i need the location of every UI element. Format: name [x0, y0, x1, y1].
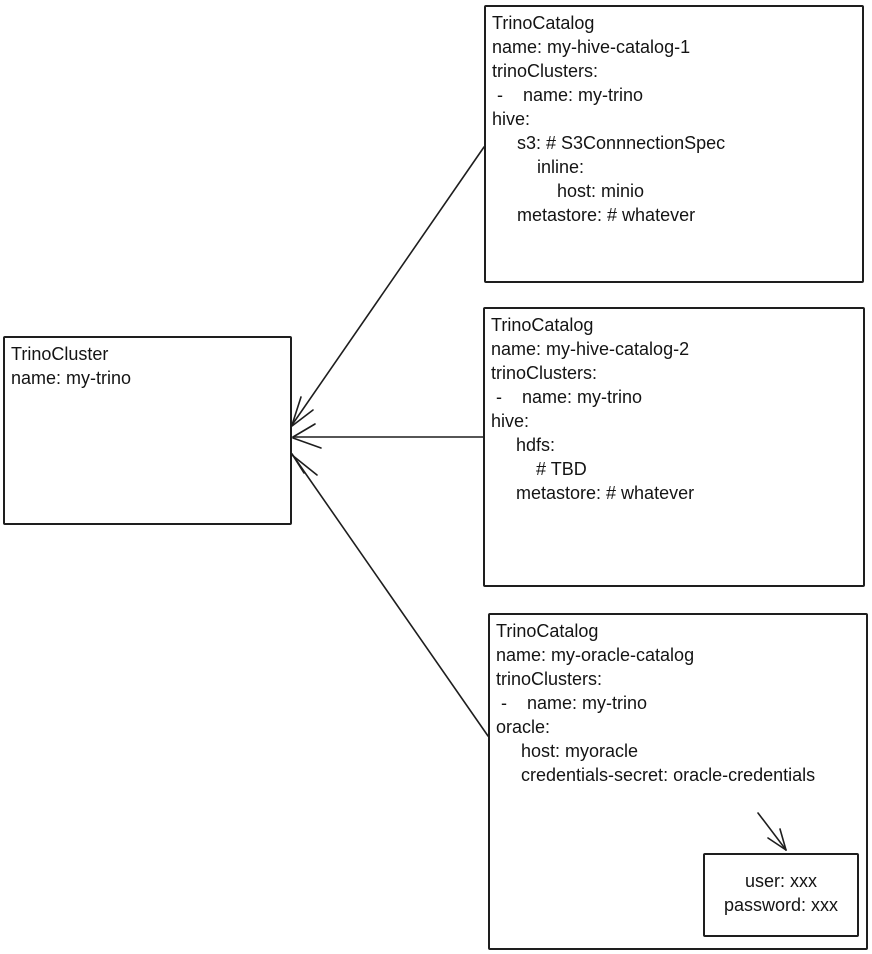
text-line: - name: my-trino [491, 387, 643, 407]
text-line: name: my-oracle-catalog [496, 645, 695, 665]
text-line: host: myoracle [496, 741, 639, 761]
text-line: hive: [491, 411, 530, 431]
text-line: trinoClusters: [491, 363, 598, 383]
text-line: trinoClusters: [492, 61, 599, 81]
text-line: name: my-trino [11, 368, 132, 388]
trino-catalog-box-hive-2: TrinoCatalog name: my-hive-catalog-2 trino… [483, 307, 865, 587]
text-line: name: my-hive-catalog-1 [492, 37, 691, 57]
text-line: hdfs: [491, 435, 556, 455]
trino-cluster-text: TrinoCluster name: my-trino [5, 338, 290, 394]
text-line: credentials-secret: oracle-credentials [496, 765, 816, 785]
text-line: TrinoCatalog [492, 13, 595, 33]
text-line: TrinoCatalog [496, 621, 599, 641]
text-line: trinoClusters: [496, 669, 603, 689]
trino-cluster-box: TrinoCluster name: my-trino [3, 336, 292, 525]
text-line: metastore: # whatever [491, 483, 695, 503]
text-line: name: my-hive-catalog-2 [491, 339, 690, 359]
trino-catalog-hive-1-text: TrinoCatalog name: my-hive-catalog-1 trino… [486, 7, 862, 231]
text-line: inline: [492, 157, 585, 177]
trino-catalog-box-hive-1: TrinoCatalog name: my-hive-catalog-1 trino… [484, 5, 864, 283]
trino-catalog-hive-2-text: TrinoCatalog name: my-hive-catalog-2 trino… [485, 309, 863, 509]
text-line: # TBD [491, 459, 587, 479]
text-line: host: minio [492, 181, 645, 201]
oracle-credentials-secret-box: user: xxx password: xxx [703, 853, 859, 937]
text-line: TrinoCluster [11, 344, 109, 364]
text-line: hive: [492, 109, 531, 129]
text-line: - name: my-trino [492, 85, 644, 105]
connector-catalog1-to-cluster [291, 146, 485, 427]
text-line: oracle: [496, 717, 551, 737]
trino-catalog-oracle-text: TrinoCatalog name: my-oracle-catalog trino… [490, 615, 866, 791]
text-line: user: xxx [744, 871, 818, 891]
text-line: metastore: # whatever [492, 205, 696, 225]
oracle-credentials-secret-text: user: xxx password: xxx [705, 855, 857, 921]
text-line: s3: # S3ConnnectionSpec [492, 133, 726, 153]
connector-catalog3-to-cluster [291, 453, 489, 737]
text-line: TrinoCatalog [491, 315, 594, 335]
connector-catalog2-to-cluster [292, 423, 484, 449]
text-line: - name: my-trino [496, 693, 648, 713]
text-line: password: xxx [723, 895, 839, 915]
